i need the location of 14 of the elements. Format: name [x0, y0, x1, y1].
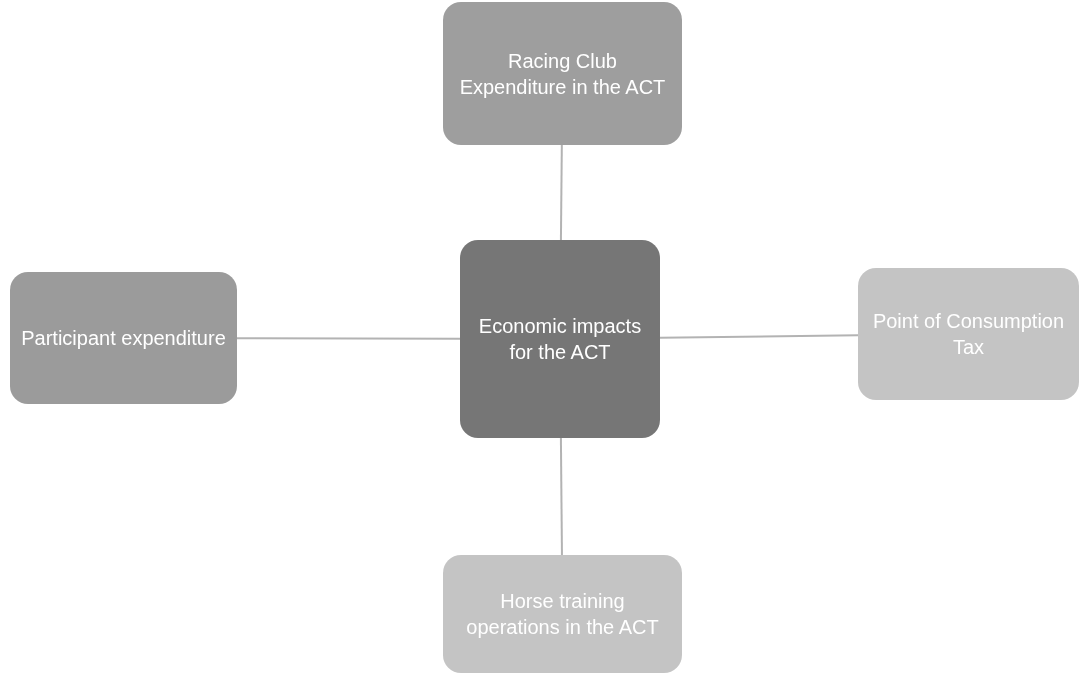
rounded-box: [443, 2, 682, 145]
box-label: Point of Consumption Tax: [871, 309, 1066, 360]
connector-line: [236, 337, 461, 340]
box-label: Participant expenditure: [21, 326, 226, 351]
rounded-box: [858, 268, 1079, 400]
connector-line: [559, 144, 563, 241]
box-label: Racing Club Expenditure in the ACT: [458, 48, 667, 100]
box-label: Economic impacts for the ACT: [477, 314, 643, 365]
connector-line: [659, 334, 859, 339]
box-label: Horse training operations in the ACT: [465, 589, 660, 640]
rounded-box: [443, 555, 682, 673]
rounded-box: [10, 272, 237, 404]
connector-line: [559, 437, 563, 556]
rounded-box: [460, 240, 660, 438]
